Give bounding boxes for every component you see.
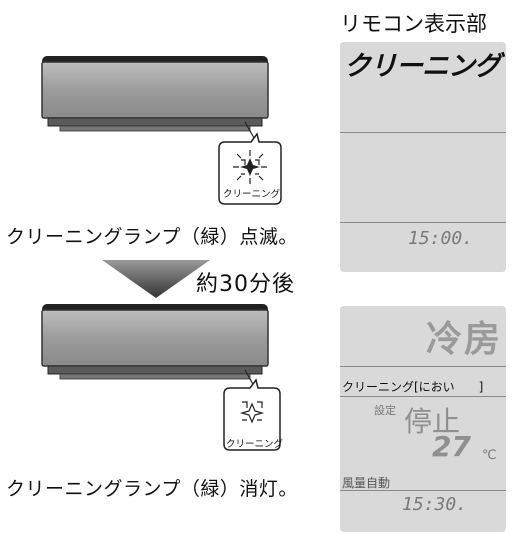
caption-lamp-off: クリーニングランプ（緑）消灯。 — [6, 478, 298, 500]
clock-time: 15:00. — [408, 228, 474, 249]
temperature-unit: ℃ — [482, 448, 497, 463]
setting-label: 設定 — [374, 404, 396, 417]
cleaning-lamp-blinking-icon — [218, 132, 282, 205]
mode-text-cleaning: クリーニング — [344, 51, 501, 82]
down-arrow-icon — [102, 260, 210, 298]
remote-display-before: クリーニング 15:00. — [340, 42, 506, 272]
air-conditioner-unit-bottom — [41, 304, 269, 387]
caption-lamp-blinking: クリーニングランプ（緑）点滅。 — [6, 226, 298, 248]
lcd-divider — [340, 366, 506, 367]
lcd-divider — [340, 490, 506, 491]
cleaning-lamp-label-bottom: クリーニング — [226, 439, 284, 450]
temperature-value: 27 — [432, 430, 471, 463]
cleaning-lamp-label-top: クリーニング — [223, 189, 281, 200]
air-conditioner-unit-top — [41, 56, 269, 139]
clock-time: 15:30. — [402, 494, 468, 515]
cleaning-lamp-off-icon — [223, 378, 281, 451]
time-elapsed-label: 約30分後 — [196, 272, 295, 297]
mode-text-cooling: 冷房 — [425, 319, 502, 360]
remote-display-after: 冷房 クリーニング[におい ] 設定 停止 27 ℃ 風量自動 15:30. — [340, 306, 506, 532]
lcd-divider — [340, 222, 506, 223]
status-line: クリーニング[におい ] — [342, 380, 484, 394]
fan-mode-label: 風量自動 — [342, 476, 391, 490]
lcd-divider — [340, 396, 506, 397]
setting-value: 停止 — [404, 405, 461, 438]
remote-display-title: リモコン表示部 — [340, 12, 487, 36]
lcd-divider — [340, 132, 506, 133]
